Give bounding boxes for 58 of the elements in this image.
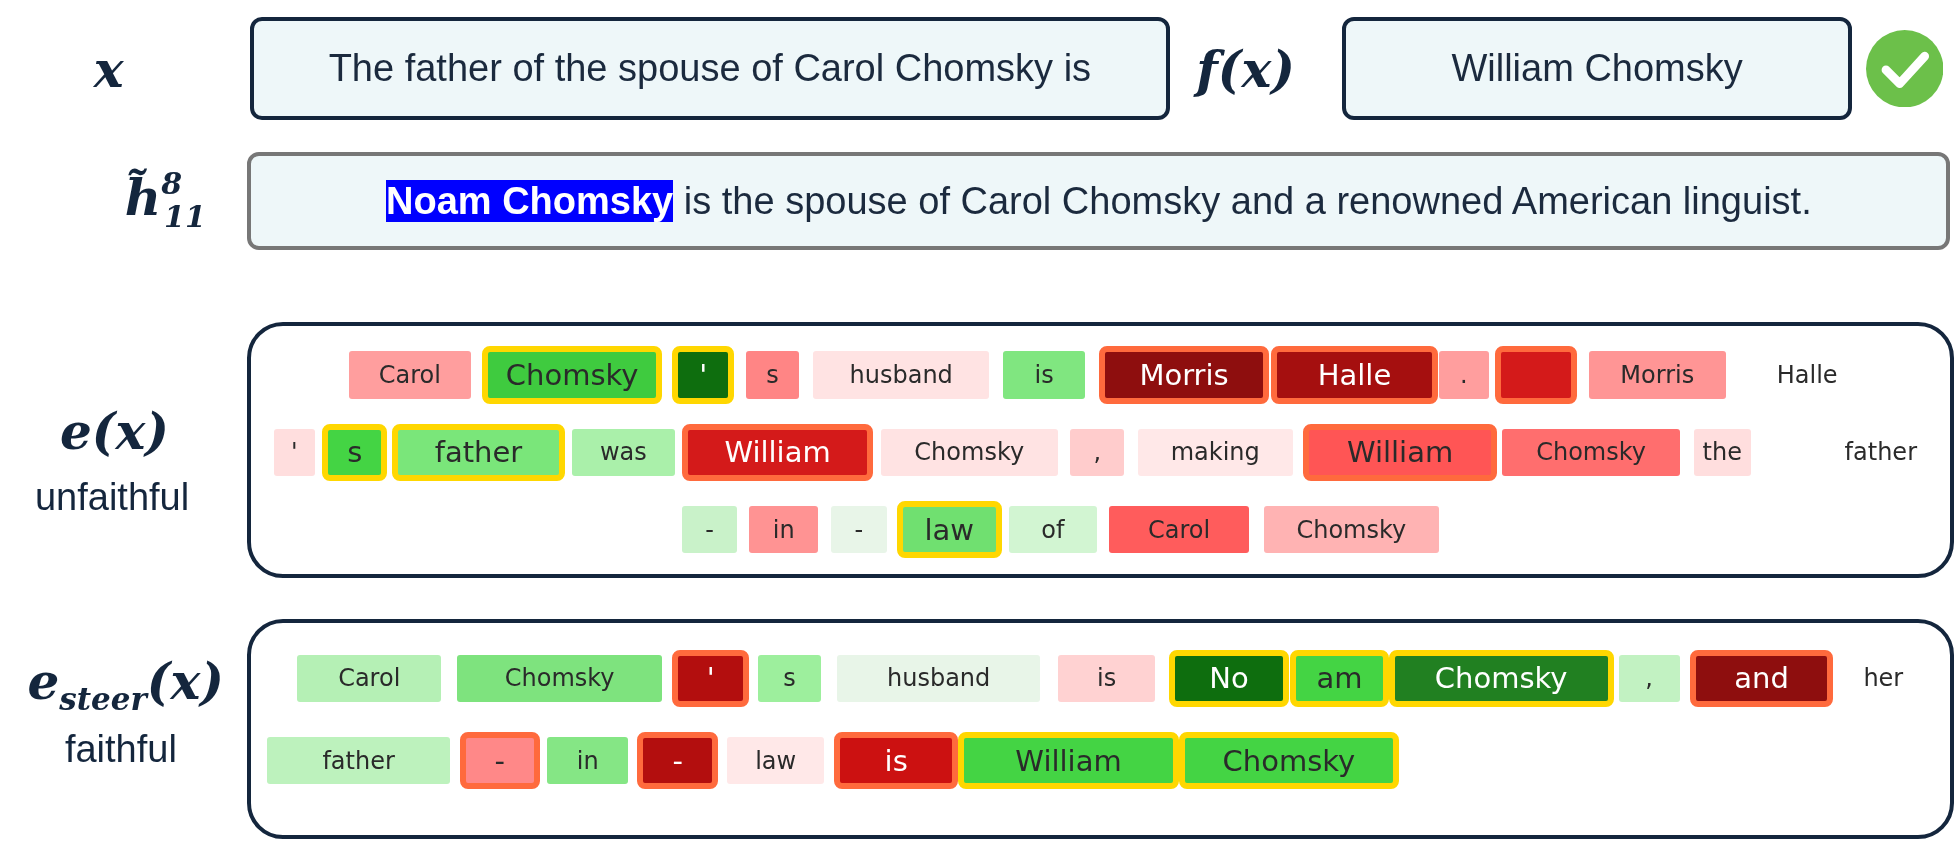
token-chip: Chomsky xyxy=(1179,732,1399,790)
token-chip: s xyxy=(745,351,800,399)
token-chip: and xyxy=(1689,649,1834,707)
token-chip: No xyxy=(1169,649,1289,707)
token-chip: Carol xyxy=(297,654,441,702)
token-chip: in xyxy=(547,737,629,785)
token-chip: Chomsky xyxy=(880,428,1058,476)
token-chip: , xyxy=(1070,428,1125,476)
token-chip: Chomsky xyxy=(1263,505,1439,554)
token-chip: Chomsky xyxy=(482,346,663,404)
math-label: x xyxy=(93,39,124,99)
token-chip: - xyxy=(830,505,887,554)
token-chip: is xyxy=(834,732,958,790)
token-chip: is xyxy=(1057,654,1156,702)
token-chip: . xyxy=(1438,351,1489,399)
token-chip: William xyxy=(682,423,874,481)
token-chip: s xyxy=(758,654,821,702)
token-chip xyxy=(1494,346,1578,404)
math-label: e$_{steer}$(x) xyxy=(27,651,224,717)
caption-label: unfaithful xyxy=(34,475,190,519)
token-chip: Chomsky xyxy=(1502,428,1680,476)
token-chip: father xyxy=(392,423,565,481)
token-chip: - xyxy=(637,732,719,790)
token-chip: Carol xyxy=(348,351,471,399)
token-chip: Chomsky xyxy=(457,654,663,702)
token-chip: - xyxy=(459,732,540,790)
input-box: The father of the spouse of Carol Chomsky is xyxy=(249,17,1171,120)
output-box: William Chomsky xyxy=(1342,17,1852,120)
token-chip: in xyxy=(749,505,819,554)
token-chip: s xyxy=(322,423,388,481)
token-chip: father xyxy=(267,737,450,785)
explanation-panel xyxy=(247,322,1955,579)
token-chip: law xyxy=(896,500,1002,559)
caption-label: faithful xyxy=(64,727,177,771)
token-chip: the xyxy=(1693,428,1751,476)
token-chip: Morris xyxy=(1588,351,1726,399)
token-chip: - xyxy=(682,505,737,554)
token-chip: law xyxy=(727,737,825,785)
token-chip: was xyxy=(572,428,675,476)
token-chip: Halle xyxy=(1271,346,1438,404)
token-chip: , xyxy=(1618,654,1680,702)
token-chip: making xyxy=(1137,428,1293,476)
token-chip: ' xyxy=(672,649,750,707)
token-chip: Morris xyxy=(1099,346,1269,404)
explanation-panel xyxy=(247,619,1955,840)
token-chip: husband xyxy=(836,654,1041,702)
math-label: e(x) xyxy=(59,401,169,461)
token-chip: Chomsky xyxy=(1388,649,1614,707)
token-chip: is xyxy=(1002,351,1086,399)
token-chip: am xyxy=(1290,649,1389,707)
token-chip: William xyxy=(1302,423,1498,481)
hidden-state-box: Noam Chomsky is the spouse of Carol Chomsky and a renowned American linguist. xyxy=(247,152,1951,250)
token-chip: ' xyxy=(672,346,735,404)
token-chip: of xyxy=(1009,505,1097,554)
token-chip: Carol xyxy=(1109,505,1249,554)
token-chip: husband xyxy=(813,351,990,399)
token-chip: ' xyxy=(273,428,315,476)
token-chip: William xyxy=(958,732,1179,790)
